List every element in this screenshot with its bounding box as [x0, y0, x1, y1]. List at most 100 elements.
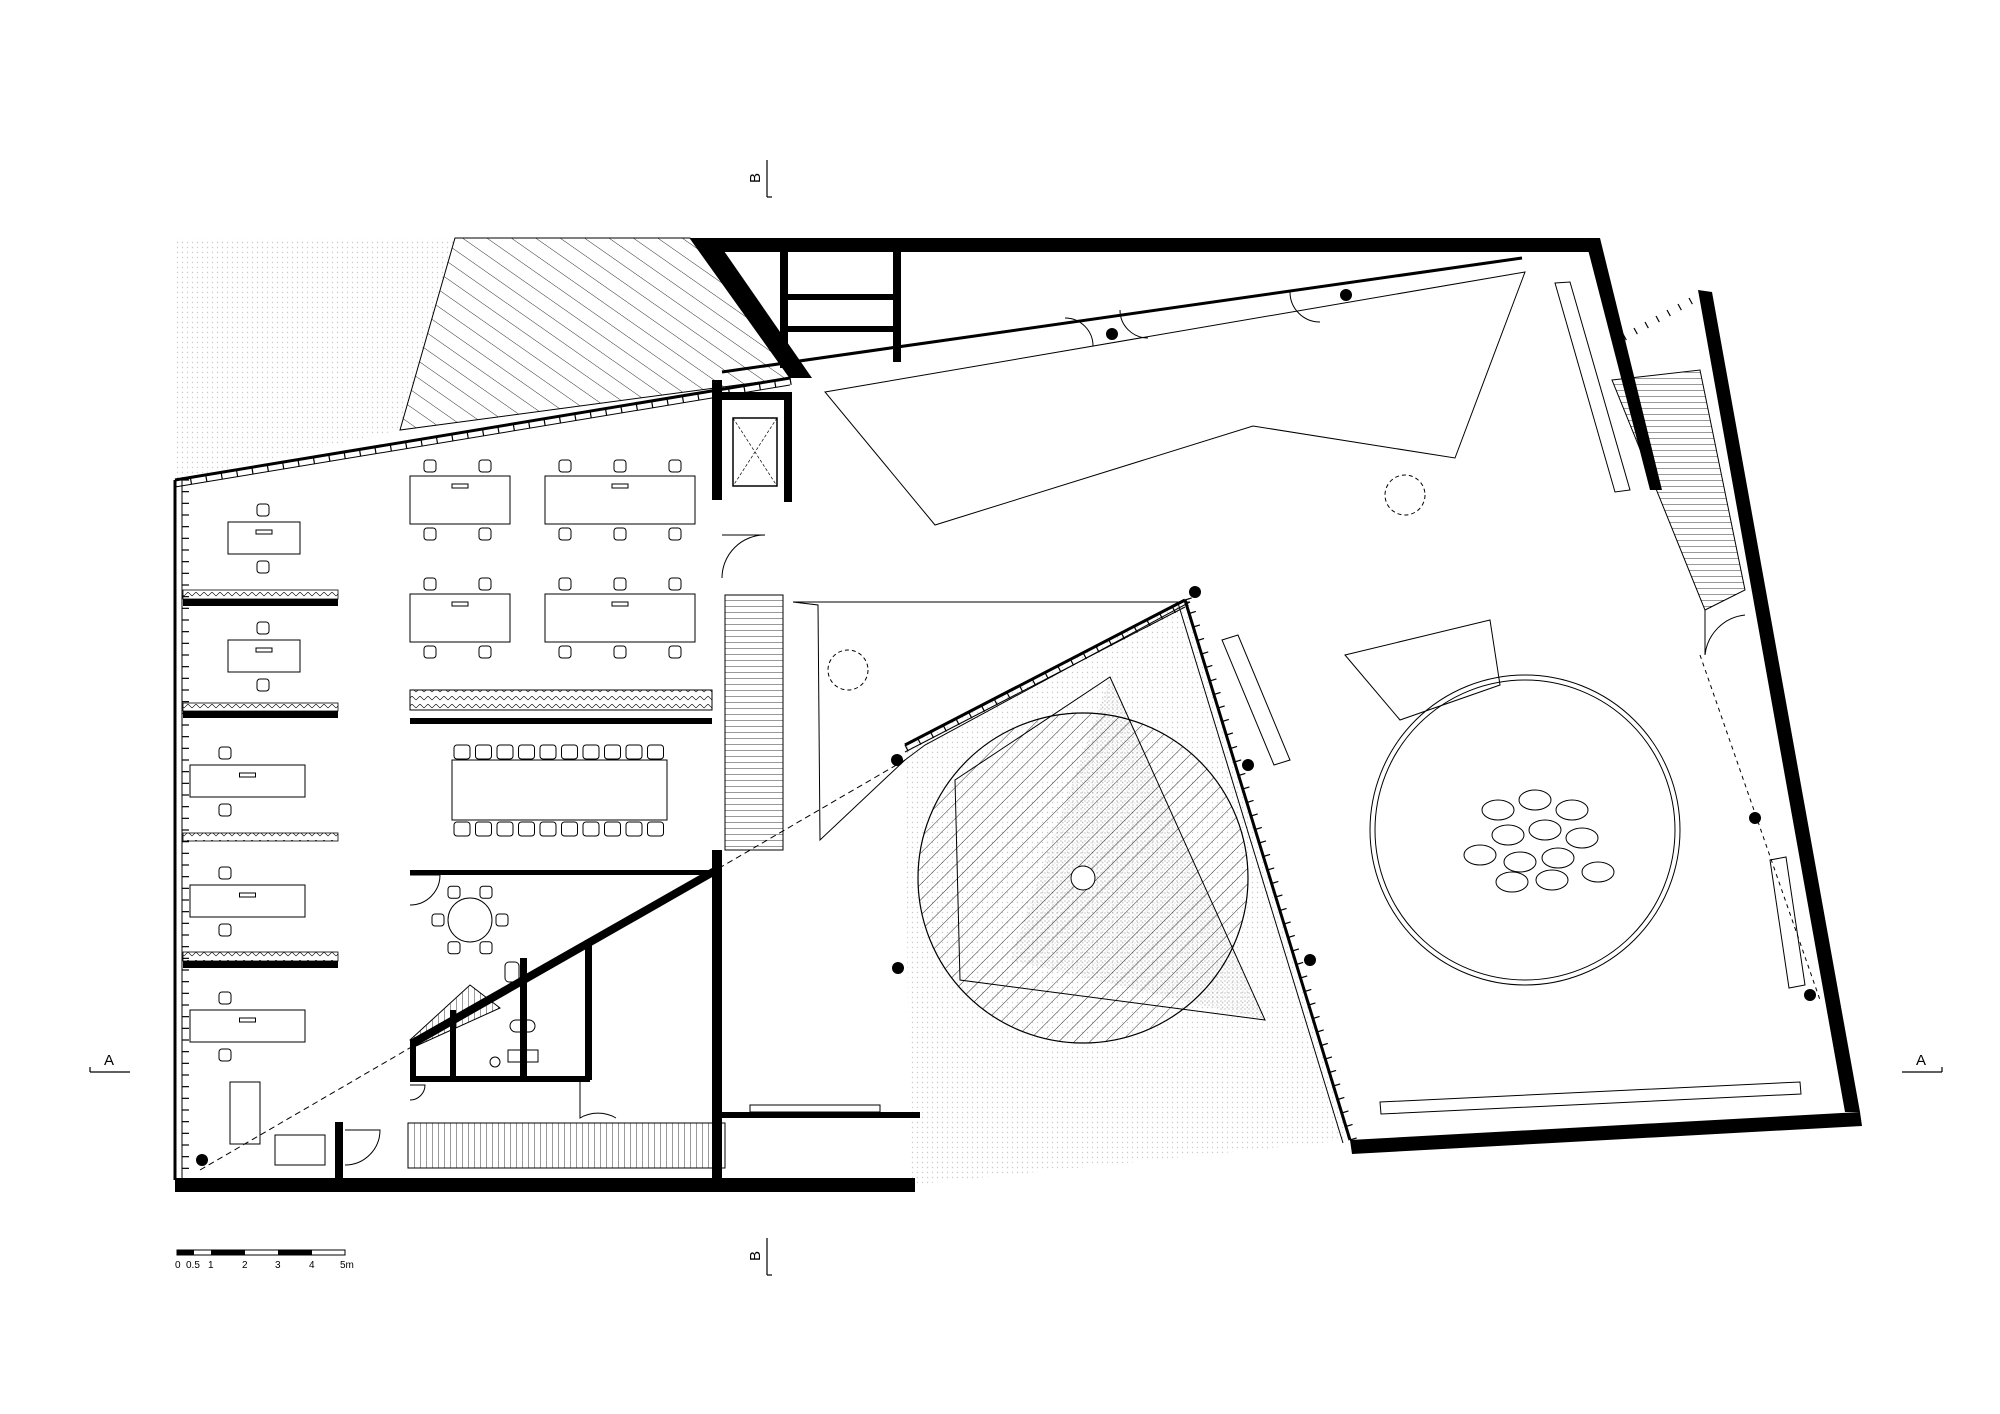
chair	[668, 527, 682, 541]
mullion	[205, 474, 208, 482]
chair	[218, 803, 232, 817]
seat	[1555, 799, 1589, 821]
chair	[453, 744, 471, 760]
mullion	[189, 477, 193, 485]
mullion	[1296, 961, 1304, 966]
mullion	[435, 436, 439, 444]
chair	[518, 821, 535, 837]
chair	[558, 645, 572, 659]
mullion	[1279, 907, 1287, 912]
mullion	[512, 423, 515, 431]
mullion	[1234, 759, 1242, 763]
column	[1242, 759, 1254, 771]
scale-tick-4: 4	[309, 1260, 315, 1271]
mullion	[1242, 786, 1250, 790]
desk	[544, 593, 696, 643]
mullion	[789, 377, 792, 386]
mullion	[1337, 1096, 1345, 1101]
mullion	[1316, 1029, 1324, 1033]
section-marker-a-right: A	[1902, 1052, 1943, 1073]
mullion	[1267, 867, 1275, 871]
stair-central	[724, 594, 784, 851]
chair	[478, 459, 492, 473]
mullion	[266, 464, 269, 472]
chair	[613, 645, 627, 659]
round-room	[1344, 619, 1681, 986]
column	[1749, 812, 1761, 824]
mullion	[1230, 745, 1238, 750]
mullion	[1341, 1110, 1349, 1114]
computer	[611, 601, 629, 607]
storage-strip	[182, 589, 339, 600]
chair	[668, 459, 682, 473]
chair	[447, 941, 461, 955]
chair	[496, 821, 514, 837]
chair	[582, 744, 600, 760]
mullion	[558, 416, 562, 424]
mullion	[235, 469, 239, 477]
round-room-seats	[1463, 789, 1615, 893]
desk	[544, 475, 696, 525]
mullion	[1246, 799, 1254, 804]
desk	[409, 593, 511, 643]
section-marker-b-top: B	[747, 160, 772, 198]
column	[1804, 989, 1816, 1001]
seat	[1463, 844, 1497, 866]
chair	[256, 560, 270, 574]
mullion	[1633, 327, 1638, 335]
mullion	[1271, 880, 1279, 885]
mullion	[589, 411, 592, 419]
column	[1304, 954, 1316, 966]
mullion	[1146, 619, 1151, 627]
mullion	[620, 405, 623, 414]
mullion	[993, 698, 998, 706]
meeting-table	[451, 744, 668, 837]
exhibition-hall	[199, 256, 1821, 1171]
mullion	[1677, 303, 1682, 311]
mullion	[1263, 853, 1271, 858]
column	[1106, 328, 1118, 340]
chair	[647, 744, 664, 760]
chair	[495, 913, 509, 927]
chair	[475, 821, 492, 837]
column	[1340, 289, 1352, 301]
office-desks	[189, 459, 696, 1062]
chair	[561, 744, 578, 760]
chair	[478, 577, 492, 591]
chair	[256, 621, 270, 635]
mullion	[1184, 597, 1192, 601]
toilet-fixtures	[229, 961, 539, 1166]
chair	[518, 744, 535, 760]
seat	[1581, 861, 1615, 883]
chair	[218, 866, 232, 880]
mullion	[1254, 826, 1262, 831]
desk	[189, 1009, 306, 1043]
mullion	[1197, 637, 1205, 642]
desk	[227, 639, 301, 673]
mullion	[358, 449, 362, 457]
mullion	[528, 421, 531, 429]
mullion	[635, 403, 638, 411]
mullion	[466, 431, 469, 439]
chair	[475, 744, 492, 760]
chair	[256, 503, 270, 517]
scale-tick-3: 3	[275, 1260, 281, 1271]
section-marker-a-left: A	[89, 1052, 130, 1073]
chair	[558, 577, 572, 591]
chair	[423, 459, 437, 473]
mullion	[1325, 1056, 1333, 1060]
mullion	[917, 738, 922, 745]
desk	[189, 764, 306, 798]
mullion	[328, 454, 331, 462]
section-label-b-top: B	[747, 173, 764, 183]
mullion	[1259, 840, 1267, 844]
chair	[423, 645, 437, 659]
mullion	[1213, 691, 1221, 696]
mullion	[1333, 1083, 1341, 1087]
mullion	[574, 413, 577, 421]
chair	[668, 645, 682, 659]
chair	[539, 821, 557, 837]
chair	[668, 577, 682, 591]
computer	[239, 772, 256, 778]
